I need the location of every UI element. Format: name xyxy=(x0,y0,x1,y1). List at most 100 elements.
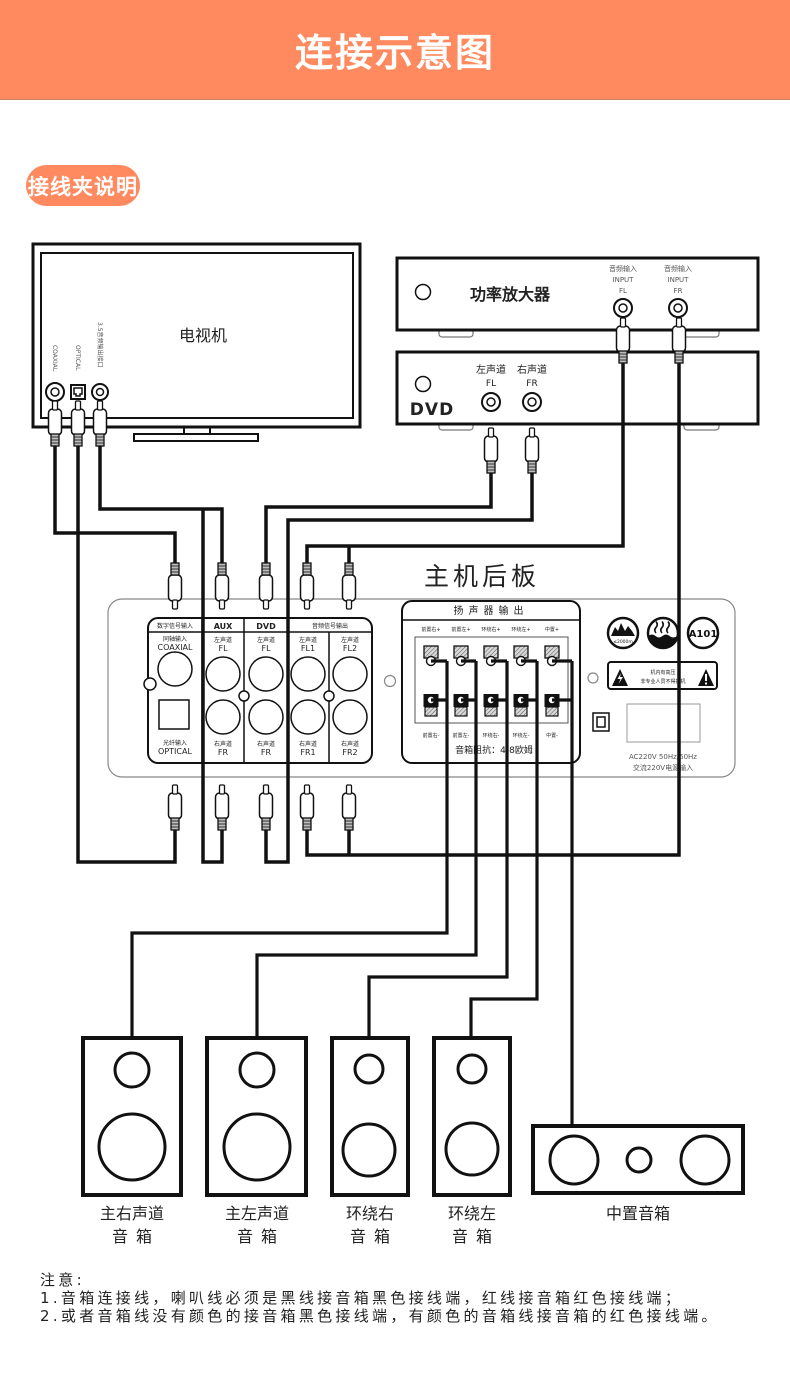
power-amplifier: 功率放大器 音频输入 INPUT FL 音频输入 INPUT FR xyxy=(395,256,760,338)
terminal-label-positive: 前置右+ xyxy=(421,626,440,633)
panel-input-plug-bottom xyxy=(214,784,230,831)
rca-plugs xyxy=(47,317,687,831)
plug-tip xyxy=(171,599,179,610)
audio-out-1-right-channel: FR1 xyxy=(300,748,315,757)
speaker-name: 主右声道 xyxy=(100,1204,164,1223)
aux-right-channel: FR xyxy=(218,748,229,757)
plug-body xyxy=(258,574,274,602)
speaker-cable-surround-right xyxy=(367,659,509,1037)
speaker-sub: 音箱 xyxy=(237,1227,285,1246)
speaker-terminal-negative xyxy=(483,694,499,717)
speaker-surround-right: 环绕右 音箱 xyxy=(330,1036,410,1246)
amplifier-input-fr-port xyxy=(668,298,688,318)
power-rating: AC220V 50Hz/60Hz xyxy=(629,753,697,761)
plug-tip xyxy=(51,400,59,411)
audio-out-2-left-cn: 左声道 xyxy=(341,636,359,644)
plug-tip xyxy=(303,599,311,610)
tweeter xyxy=(456,1053,488,1085)
panel-input-plug-top xyxy=(167,562,183,610)
warning-line-1: 机内有高压 xyxy=(650,669,675,676)
altitude-limit: ≤2000m xyxy=(613,639,633,645)
tv-optical-cable xyxy=(76,446,177,864)
terminal-cap xyxy=(454,706,468,717)
plug-tip xyxy=(675,317,683,328)
amplifier-input-fl-channel: FL xyxy=(619,287,627,295)
plug-tip xyxy=(218,784,226,795)
plug-body xyxy=(483,435,499,463)
aux-right-jack xyxy=(205,699,241,735)
speaker-terminal-negative xyxy=(423,694,439,717)
tweeter xyxy=(238,1051,276,1089)
mounting-hole xyxy=(323,690,335,702)
panel-input-plug-bottom xyxy=(167,784,183,831)
plug-body xyxy=(214,792,230,820)
panel-input-plug-top xyxy=(214,562,230,610)
speaker-cable-surround-left xyxy=(469,659,539,1037)
speaker-sub: 音箱 xyxy=(452,1227,500,1246)
page-header-banner: 连接示意图 xyxy=(0,0,790,100)
terminal-cap xyxy=(424,706,438,717)
tv-analog-3.5mm-port xyxy=(91,383,109,401)
notes-title: 注意: xyxy=(40,1271,85,1289)
audio-out-2-right-channel: FR2 xyxy=(342,748,357,757)
speaker-center: 中置音箱 xyxy=(531,1124,745,1223)
steam-icon xyxy=(653,620,671,634)
speaker-surround-left: 环绕左 音箱 xyxy=(432,1036,512,1246)
tv-port-label-optical: OPTICAL xyxy=(74,345,81,371)
terminal-label-negative: 前置左- xyxy=(453,732,470,739)
tv-coaxial-cable xyxy=(53,446,177,563)
tv-cable-plug xyxy=(70,400,86,447)
dvd-output-fl-channel: FL xyxy=(486,379,496,389)
speaker-front-left: 主左声道 音箱 xyxy=(205,1036,308,1246)
television: 电视机 COAXIAL OPTICAL 3.5音频输出接口 xyxy=(31,242,362,442)
terminal-label-negative: 中置- xyxy=(546,732,558,739)
audio-out-1-right-cn: 右声道 xyxy=(299,740,317,748)
section-label-pill: 接线夹说明 xyxy=(26,165,140,206)
speaker-name: 主左声道 xyxy=(225,1204,289,1223)
plug-tip xyxy=(619,317,627,328)
terminal-label-positive: 环绕左+ xyxy=(511,626,530,633)
aux-left-jack xyxy=(205,656,241,692)
plug-body xyxy=(258,792,274,820)
plug-body xyxy=(92,408,108,436)
note-line: 1.音箱连接线，喇叭线必须是黑线接音箱黑色接线端，红线接音箱红色接线端； xyxy=(40,1289,684,1307)
amplifier-input-fr-en: INPUT xyxy=(668,276,690,284)
dvd-left-cable xyxy=(264,473,493,563)
rating-label-area xyxy=(626,703,701,743)
altitude-badge: ≤2000m xyxy=(606,616,640,650)
double-insulation-icon xyxy=(592,712,610,732)
tv-cable-plug xyxy=(47,400,63,447)
plug-body xyxy=(47,408,63,436)
rear-panel-title: 主机后板 xyxy=(424,562,540,591)
plug-tip xyxy=(96,400,104,411)
aux-left-cn: 左声道 xyxy=(214,636,232,644)
plug-tip xyxy=(218,599,226,610)
speaker-terminals xyxy=(423,645,560,717)
amplifier-input-fl-port xyxy=(613,298,633,318)
terminal-label-positive: 前置左+ xyxy=(451,626,470,633)
audio-out-1-left-jack xyxy=(290,656,326,692)
dvd-cable-plug xyxy=(524,427,540,474)
speaker-impedance-note: 音箱阻抗：4-8欧姆 xyxy=(455,744,533,756)
tv-stand-base xyxy=(133,433,259,442)
tweeter xyxy=(113,1051,151,1089)
dvd-output-fl-cn: 左声道 xyxy=(476,363,506,376)
audio-out-1-left-cn: 左声道 xyxy=(299,636,317,644)
coaxial-input-cn: 同轴输入 xyxy=(163,635,187,643)
terminal-label-positive: 中置+ xyxy=(545,626,559,633)
panel-input-plug-bottom xyxy=(341,784,357,831)
terminal-cap xyxy=(545,706,559,717)
panel-input-plug-top xyxy=(258,562,274,610)
plug-body xyxy=(299,792,315,820)
optical-input-cn: 光纤输入 xyxy=(163,739,187,747)
tv-analog-cable-left xyxy=(98,446,224,563)
plug-tip xyxy=(487,427,495,438)
dvd-output-fr-channel: FR xyxy=(526,379,537,389)
speaker-output-header: 扬声器输出 xyxy=(454,604,529,617)
plug-body xyxy=(299,574,315,602)
plug-body xyxy=(671,325,687,353)
note-line: 2.或者音箱线没有颜色的接音箱黑色接线端，有颜色的音箱线接音箱的红色接线端。 xyxy=(40,1307,720,1325)
dvd-output-fl-port xyxy=(481,392,501,412)
model-number: A101 xyxy=(689,629,718,640)
plug-body xyxy=(167,574,183,602)
